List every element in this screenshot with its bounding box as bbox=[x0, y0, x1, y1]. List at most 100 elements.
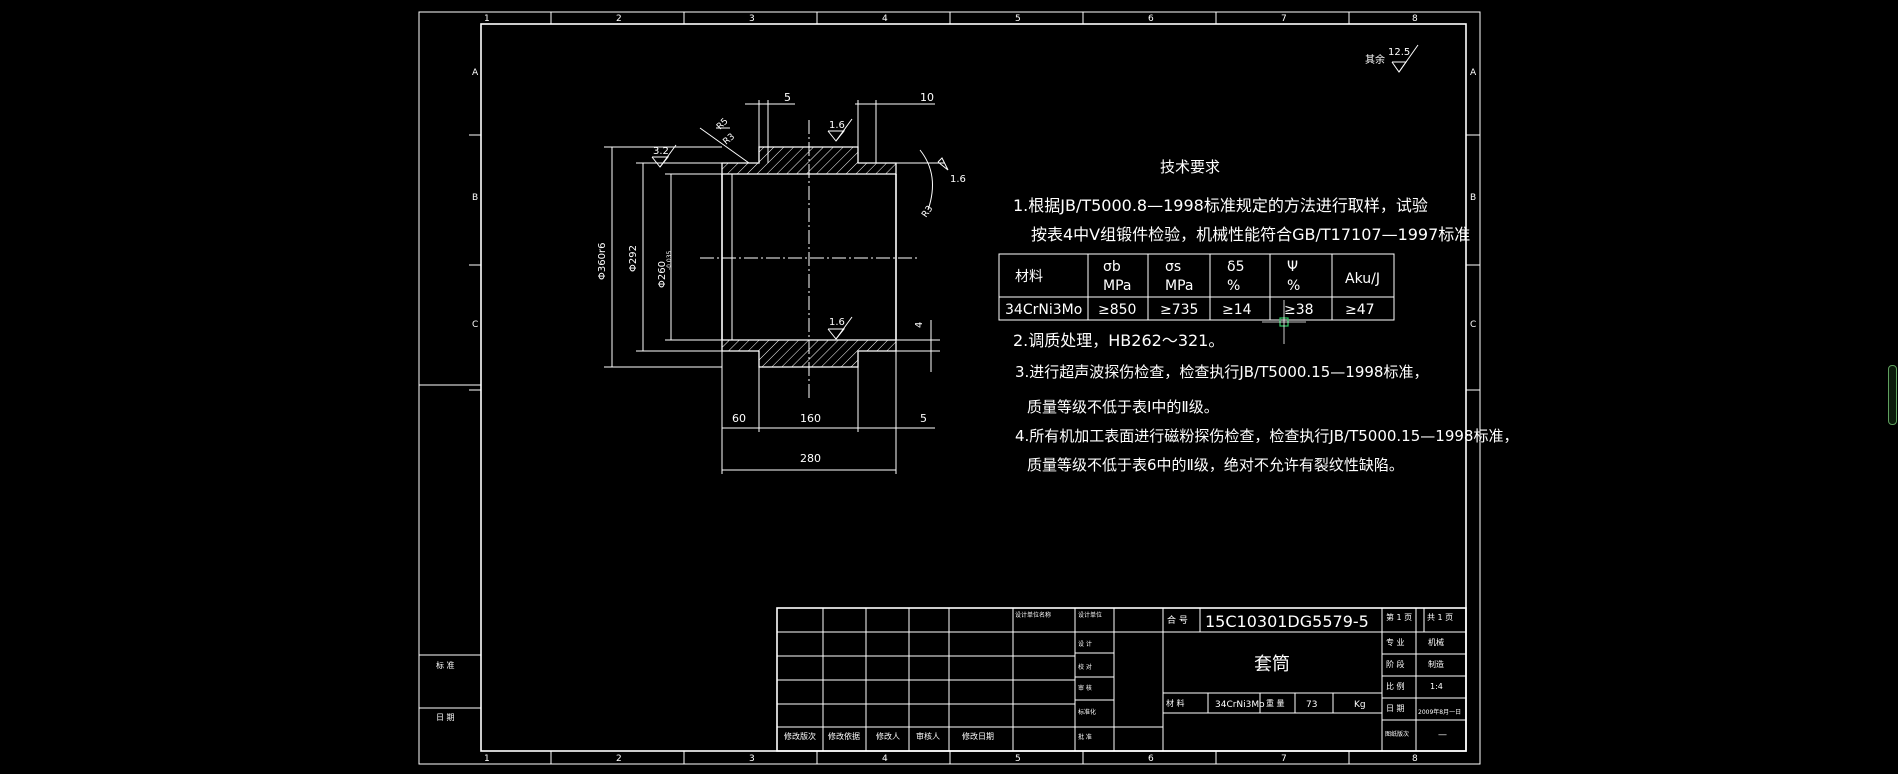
zone-top-8: 8 bbox=[1412, 14, 1418, 24]
dim-radius-left: R5 bbox=[715, 117, 731, 133]
inner-border bbox=[480, 23, 1467, 752]
material-value: 34CrNi3Mo bbox=[1215, 700, 1265, 710]
zone-bottom-2: 2 bbox=[616, 754, 622, 764]
date-value: 2009年8月一日 bbox=[1418, 708, 1461, 716]
tech-req1-line2: 按表4中Ⅴ组锻件检验，机械性能符合GB/T17107—1997标准 bbox=[1031, 225, 1470, 244]
sign-label-standard: 标准化 bbox=[1078, 708, 1096, 716]
weight-value: 73 bbox=[1306, 700, 1317, 710]
type-label: 专 业 bbox=[1386, 637, 1405, 647]
date-label: 日 期 bbox=[1386, 704, 1405, 713]
rev-header-modifier: 修改人 bbox=[876, 731, 900, 741]
dim-right-4: 4 bbox=[914, 322, 925, 328]
tech-req4-line2: 质量等级不低于表6中的Ⅱ级，绝对不允许有裂纹性缺陷。 bbox=[1027, 456, 1404, 474]
dim-dia-260-tolerance: -0.035 bbox=[666, 250, 673, 270]
table-header-sigma-s: σs bbox=[1165, 259, 1181, 275]
table-header-psi: Ψ bbox=[1287, 259, 1298, 275]
tech-req3-line2: 质量等级不低于表Ⅰ中的Ⅱ级。 bbox=[1027, 398, 1219, 416]
dim-bottom-5: 5 bbox=[920, 412, 927, 425]
roughness-symbol-icon bbox=[1391, 61, 1407, 73]
scale-value: 1:4 bbox=[1430, 682, 1443, 691]
sleeve-section-view: Φ360r6 Φ292 Φ260 -0.035 5 10 1.6 1.6 3.2… bbox=[597, 91, 966, 474]
sign-label-design: 设 计 bbox=[1078, 640, 1092, 648]
dim-right-angle: R3 bbox=[920, 204, 935, 220]
table-cell-material: 34CrNi3Mo bbox=[1005, 302, 1082, 318]
zone-bottom-7: 7 bbox=[1281, 754, 1287, 764]
zone-right-c: C bbox=[1470, 320, 1476, 330]
rev-header-date: 修改日期 bbox=[962, 731, 994, 741]
zone-right-a: A bbox=[1470, 68, 1477, 78]
zone-labels: 1 2 3 4 5 6 7 8 1 2 3 4 5 6 7 8 A B C A … bbox=[472, 14, 1477, 764]
surface-roughness-note: 其余 12.5 bbox=[1365, 44, 1419, 73]
dim-top-5: 5 bbox=[784, 91, 791, 104]
zone-left-c: C bbox=[472, 320, 478, 330]
dim-bottom-160: 160 bbox=[800, 412, 821, 425]
tech-title: 技术要求 bbox=[1160, 158, 1220, 176]
zone-left-b: B bbox=[472, 193, 478, 203]
type-value: 机械 bbox=[1428, 637, 1444, 647]
table-header-material: 材料 bbox=[1015, 269, 1043, 285]
zone-bottom-5: 5 bbox=[1015, 754, 1021, 764]
tech-req2: 2.调质处理，HB262～321。 bbox=[1013, 331, 1224, 350]
rough-right-icon bbox=[937, 157, 949, 171]
zone-ticks bbox=[419, 12, 1480, 764]
dim-top-10: 10 bbox=[920, 91, 934, 104]
rough-right-value: 1.6 bbox=[950, 174, 966, 185]
table-header-sigma-b-unit: MPa bbox=[1103, 278, 1131, 294]
table-cell-aku: ≥47 bbox=[1345, 302, 1375, 318]
drawing-number: 15C10301DG5579-5 bbox=[1205, 612, 1369, 631]
left-strip-label-2: 日 期 bbox=[436, 713, 455, 722]
tech-req1-line1: 1.根据JB/T5000.8—1998标准规定的方法进行取样，试验 bbox=[1013, 196, 1428, 215]
dim-bottom-280: 280 bbox=[800, 452, 821, 465]
roughness-prefix: 其余 bbox=[1365, 53, 1385, 66]
properties-table: 材料 σb MPa σs MPa δ5 % Ψ % Aku/J 34CrNi3M… bbox=[998, 253, 1395, 321]
change-label: 图纸版次 bbox=[1385, 730, 1409, 738]
rev-header-version: 修改版次 bbox=[784, 731, 816, 741]
zone-top-7: 7 bbox=[1281, 14, 1287, 24]
zone-top-3: 3 bbox=[749, 14, 755, 24]
dim-dia-292: Φ292 bbox=[628, 245, 639, 272]
zone-top-5: 5 bbox=[1015, 14, 1021, 24]
zone-left-a: A bbox=[472, 68, 479, 78]
sign-label-check: 校 对 bbox=[1078, 663, 1092, 671]
zone-bottom-3: 3 bbox=[749, 754, 755, 764]
table-header-sigma-b: σb bbox=[1103, 259, 1121, 275]
table-header-psi-unit: % bbox=[1287, 278, 1300, 294]
table-cell-delta5: ≥14 bbox=[1222, 302, 1252, 318]
roughness-value: 12.5 bbox=[1388, 47, 1410, 58]
zone-top-2: 2 bbox=[616, 14, 622, 24]
table-cell-psi: ≥38 bbox=[1284, 302, 1314, 318]
tech-req4-line1: 4.所有机加工表面进行磁粉探伤检查，检查执行JB/T5000.15—1998标准… bbox=[1015, 427, 1518, 445]
sign-label-review: 审 核 bbox=[1078, 684, 1092, 692]
cad-crosshair-cursor bbox=[1262, 300, 1306, 344]
contract-label: 合 号 bbox=[1167, 614, 1188, 626]
left-strip-label-1: 标 准 bbox=[436, 660, 455, 670]
zone-bottom-4: 4 bbox=[882, 754, 888, 764]
table-cell-sigma-s: ≥735 bbox=[1160, 302, 1198, 318]
dim-dia-360: Φ360r6 bbox=[597, 243, 608, 280]
zone-top-1: 1 bbox=[484, 14, 490, 24]
zone-bottom-6: 6 bbox=[1148, 754, 1154, 764]
design-unit-label-2: 设计单位 bbox=[1078, 611, 1102, 619]
rev-header-basis: 修改依据 bbox=[828, 731, 860, 741]
sign-label-approve: 批 准 bbox=[1078, 733, 1092, 741]
stage-value: 制造 bbox=[1428, 659, 1444, 669]
rough-top-value: 1.6 bbox=[829, 120, 845, 131]
zone-right-b: B bbox=[1470, 193, 1476, 203]
rev-header-reviewer: 审核人 bbox=[916, 731, 940, 741]
weight-label: 重 量 bbox=[1266, 698, 1285, 708]
rough-left-value: 3.2 bbox=[653, 146, 669, 157]
title-block: 修改版次 修改依据 修改人 审核人 修改日期 设计单位名称 设计单位 设 计 校… bbox=[776, 607, 1467, 752]
rough-bottom-value: 1.6 bbox=[829, 317, 845, 328]
weight-unit: Kg bbox=[1354, 700, 1366, 710]
side-scroll-handle[interactable] bbox=[1888, 365, 1897, 425]
zone-top-4: 4 bbox=[882, 14, 888, 24]
part-name: 套筒 bbox=[1254, 654, 1290, 675]
dim-bottom-60: 60 bbox=[732, 412, 746, 425]
zone-top-6: 6 bbox=[1148, 14, 1154, 24]
table-header-aku: Aku/J bbox=[1345, 271, 1380, 287]
zone-bottom-8: 8 bbox=[1412, 754, 1418, 764]
zone-bottom-1: 1 bbox=[484, 754, 490, 764]
change-value: — bbox=[1438, 730, 1447, 740]
design-unit-label: 设计单位名称 bbox=[1015, 611, 1051, 619]
